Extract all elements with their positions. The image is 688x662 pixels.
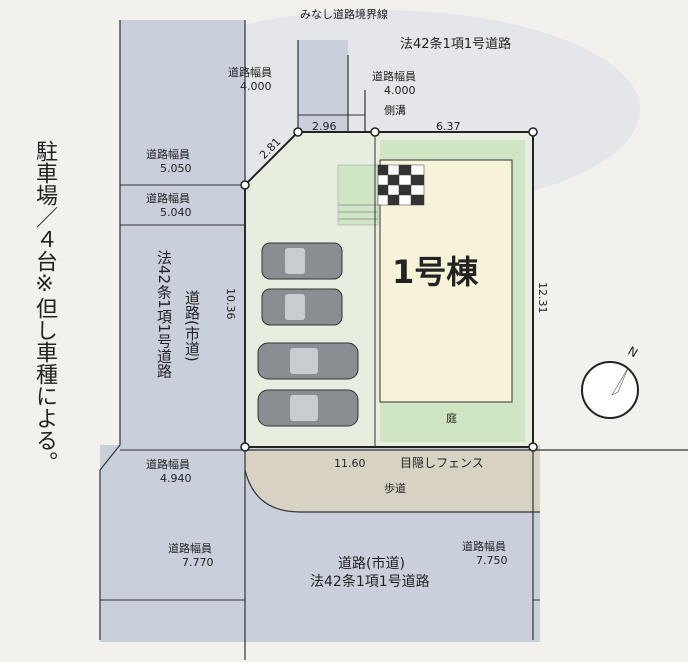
left-road-law: 法42条1項1号道路 (155, 250, 173, 379)
road-lines (99, 20, 688, 660)
road-w-7770-value: 7.770 (182, 556, 214, 569)
law-top-label: 法42条1項1号道路 (400, 37, 512, 52)
road-w-7750-value: 7.750 (476, 554, 508, 567)
road-w-top-left-label: 道路幅員 (228, 66, 272, 79)
road-w-5040-label: 道路幅員 (146, 192, 190, 205)
dim-1036: 10.36 (224, 288, 237, 320)
road-w-7750-label: 道路幅員 (462, 540, 506, 553)
bottom-road-law: 法42条1項1号道路 (310, 574, 430, 590)
road-w-top-left-value: 4.000 (240, 80, 272, 93)
north-compass-icon (581, 361, 639, 419)
fence-label: 目隠しフェンス (400, 456, 484, 470)
road-w-top-right-value: 4.000 (384, 84, 416, 97)
dim-637: 6.37 (436, 120, 461, 133)
parking-note: 駐車場／４台※但し車種による。 (32, 140, 57, 473)
road-w-5050-label: 道路幅員 (146, 148, 190, 161)
sidewalk-label: 歩道 (384, 482, 406, 495)
dim-1231: 12.31 (536, 282, 549, 314)
gutter-label: 側溝 (384, 104, 406, 117)
minashi-label: みなし道路境界線 (300, 8, 388, 21)
road-w-top-right-label: 道路幅員 (372, 70, 416, 83)
road-w-5040-value: 5.040 (160, 206, 192, 219)
entry-steps (337, 164, 379, 226)
top-road (298, 40, 348, 132)
dimension-arrows (100, 114, 540, 601)
tile-pattern (377, 164, 425, 206)
dim-1160: 11.60 (334, 457, 366, 470)
road-w-4940-value: 4.940 (160, 472, 192, 485)
left-road (120, 20, 245, 450)
dim-296: 2.96 (312, 120, 337, 133)
garden-label: 庭 (446, 412, 457, 425)
road-w-4940-label: 道路幅員 (146, 458, 190, 471)
corner-markers (240, 127, 538, 452)
sidewalk-area (245, 450, 540, 512)
road-w-7770-label: 道路幅員 (168, 542, 212, 555)
building-title: 1号棟 (392, 253, 479, 291)
left-road-name: 道路(市道) (183, 290, 201, 362)
road-w-5050-value: 5.050 (160, 162, 192, 175)
bottom-road-name: 道路(市道) (338, 556, 405, 572)
